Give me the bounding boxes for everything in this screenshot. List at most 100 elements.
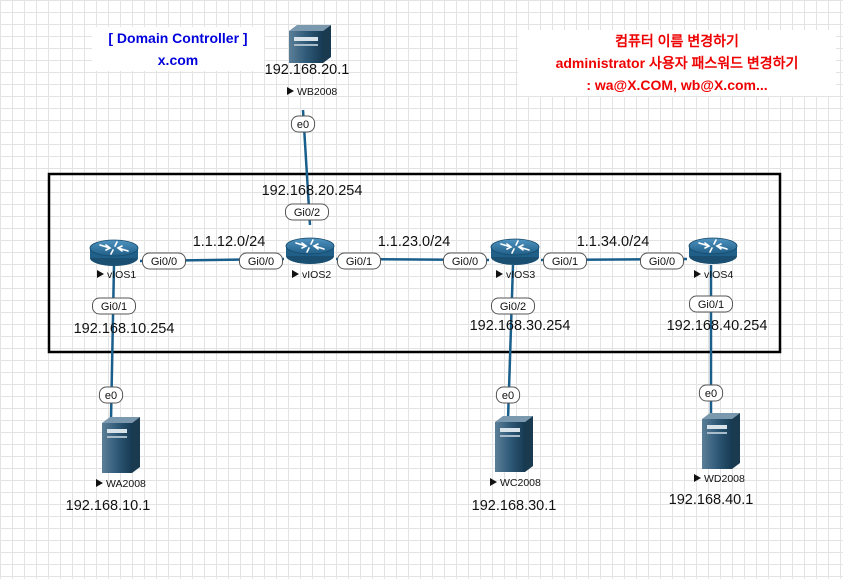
port-vIOS1-Gi0/0: Gi0/0 [142, 252, 186, 270]
task-line-2: administrator 사용자 패스워드 변경하기 [518, 52, 836, 74]
port-label: Gi0/0 [248, 256, 274, 268]
play-icon [694, 270, 701, 278]
node-label-text: WA2008 [106, 478, 146, 490]
play-icon [496, 270, 503, 278]
server-side [732, 413, 740, 469]
network-label: 192.168.20.254 [262, 183, 363, 199]
node-label-text: vIOS3 [506, 269, 535, 281]
drive-slot [107, 436, 127, 438]
port-badge [543, 252, 587, 270]
port-vIOS1-Gi0/1: Gi0/1 [92, 297, 136, 315]
port-vIOS4-Gi0/0: Gi0/0 [640, 252, 684, 270]
core-network-frame [47, 172, 782, 354]
drive-slot [107, 429, 127, 433]
port-label: Gi0/1 [346, 256, 372, 268]
port-badge [239, 252, 283, 270]
network-label: 1.1.23.0/24 [378, 234, 451, 250]
port-vIOS2-Gi0/0: Gi0/0 [239, 252, 283, 270]
server-label-WC2008: WC2008 [490, 477, 541, 489]
port-badge [92, 297, 136, 315]
port-label: Gi0/1 [101, 301, 127, 313]
port-label: Gi0/0 [649, 256, 675, 268]
node-label-text: WB2008 [297, 86, 337, 98]
server-ip-WA2008: 192.168.10.1 [66, 498, 151, 514]
network-label: 192.168.40.254 [667, 318, 768, 334]
server-WA2008[interactable] [102, 417, 140, 473]
node-label-text: vIOS4 [704, 269, 733, 281]
port-badge [640, 252, 684, 270]
play-icon [490, 478, 497, 486]
server-WC2008[interactable] [495, 416, 533, 472]
arrow-icon [517, 244, 530, 251]
port-label: e0 [502, 390, 514, 402]
server-label-WA2008: WA2008 [96, 478, 146, 490]
port-badge [495, 386, 521, 404]
arrow-icon [715, 243, 728, 250]
router-vIOS2[interactable] [285, 237, 335, 264]
server-side [132, 417, 140, 473]
port-vIOS3-Gi0/2: Gi0/2 [491, 297, 535, 315]
node-label-text: WC2008 [500, 477, 541, 489]
router-label-vIOS1: vIOS1 [97, 269, 136, 281]
arrow-icon [295, 242, 308, 249]
port-badge [290, 115, 316, 133]
server-top [289, 25, 331, 31]
node-label-text: vIOS1 [107, 269, 136, 281]
router-label-vIOS2: vIOS2 [292, 269, 331, 281]
play-icon [96, 479, 103, 487]
port-badge [491, 297, 535, 315]
drive-slot [294, 37, 318, 41]
arrow-icon [500, 243, 513, 250]
links-layer [109, 109, 713, 421]
task-line-1: 컴퓨터 이름 변경하기 [518, 30, 836, 52]
port-WA2008-e0: e0 [98, 386, 124, 404]
port-label: Gi0/2 [500, 301, 526, 313]
server-label-WD2008: WD2008 [694, 473, 745, 485]
task-line-3: : wa@X.COM, wb@X.com... [518, 74, 836, 96]
router-vIOS3[interactable] [490, 238, 540, 265]
server-WB2008[interactable] [289, 25, 331, 63]
server-top [102, 417, 140, 423]
server-side [525, 416, 533, 472]
server-WD2008[interactable] [702, 413, 740, 469]
play-icon [292, 270, 299, 278]
play-icon [287, 87, 294, 95]
port-vIOS2-Gi0/2: Gi0/2 [285, 203, 329, 221]
server-label-WB2008: WB2008 [287, 86, 337, 98]
arrow-icon [99, 244, 112, 251]
arrow-icon [306, 239, 314, 253]
port-label: e0 [705, 388, 717, 400]
arrow-icon [709, 239, 717, 253]
network-label: 1.1.12.0/24 [193, 234, 266, 250]
server-ip-WD2008: 192.168.40.1 [669, 492, 754, 508]
network-label: 192.168.10.254 [74, 321, 175, 337]
port-WD2008-e0: e0 [698, 384, 724, 402]
router-top [490, 238, 540, 256]
server-top [702, 413, 740, 419]
drive-slot [500, 435, 520, 437]
port-label: Gi0/1 [698, 299, 724, 311]
server-top [495, 416, 533, 422]
router-vIOS4[interactable] [688, 237, 738, 264]
port-vIOS2-Gi0/1: Gi0/1 [337, 252, 381, 270]
network-label: 1.1.34.0/24 [577, 234, 650, 250]
router-label-vIOS4: vIOS4 [694, 269, 733, 281]
domain-controller-note: [ Domain Controller ] x.com [92, 27, 264, 71]
port-vIOS3-Gi0/0: Gi0/0 [443, 252, 487, 270]
arrow-icon [511, 240, 519, 254]
port-label: Gi0/0 [151, 256, 177, 268]
port-badge [285, 203, 329, 221]
port-vIOS3-Gi0/1: Gi0/1 [543, 252, 587, 270]
router-top [89, 239, 139, 257]
port-badge [337, 252, 381, 270]
port-badge [689, 295, 733, 313]
arrow-icon [312, 243, 325, 250]
arrow-icon [116, 245, 129, 252]
domain-name: x.com [92, 49, 264, 71]
port-vIOS4-Gi0/1: Gi0/1 [689, 295, 733, 313]
router-vIOS1[interactable] [89, 239, 139, 266]
server-icon [289, 31, 323, 63]
port-badge [443, 252, 487, 270]
play-icon [694, 474, 701, 482]
